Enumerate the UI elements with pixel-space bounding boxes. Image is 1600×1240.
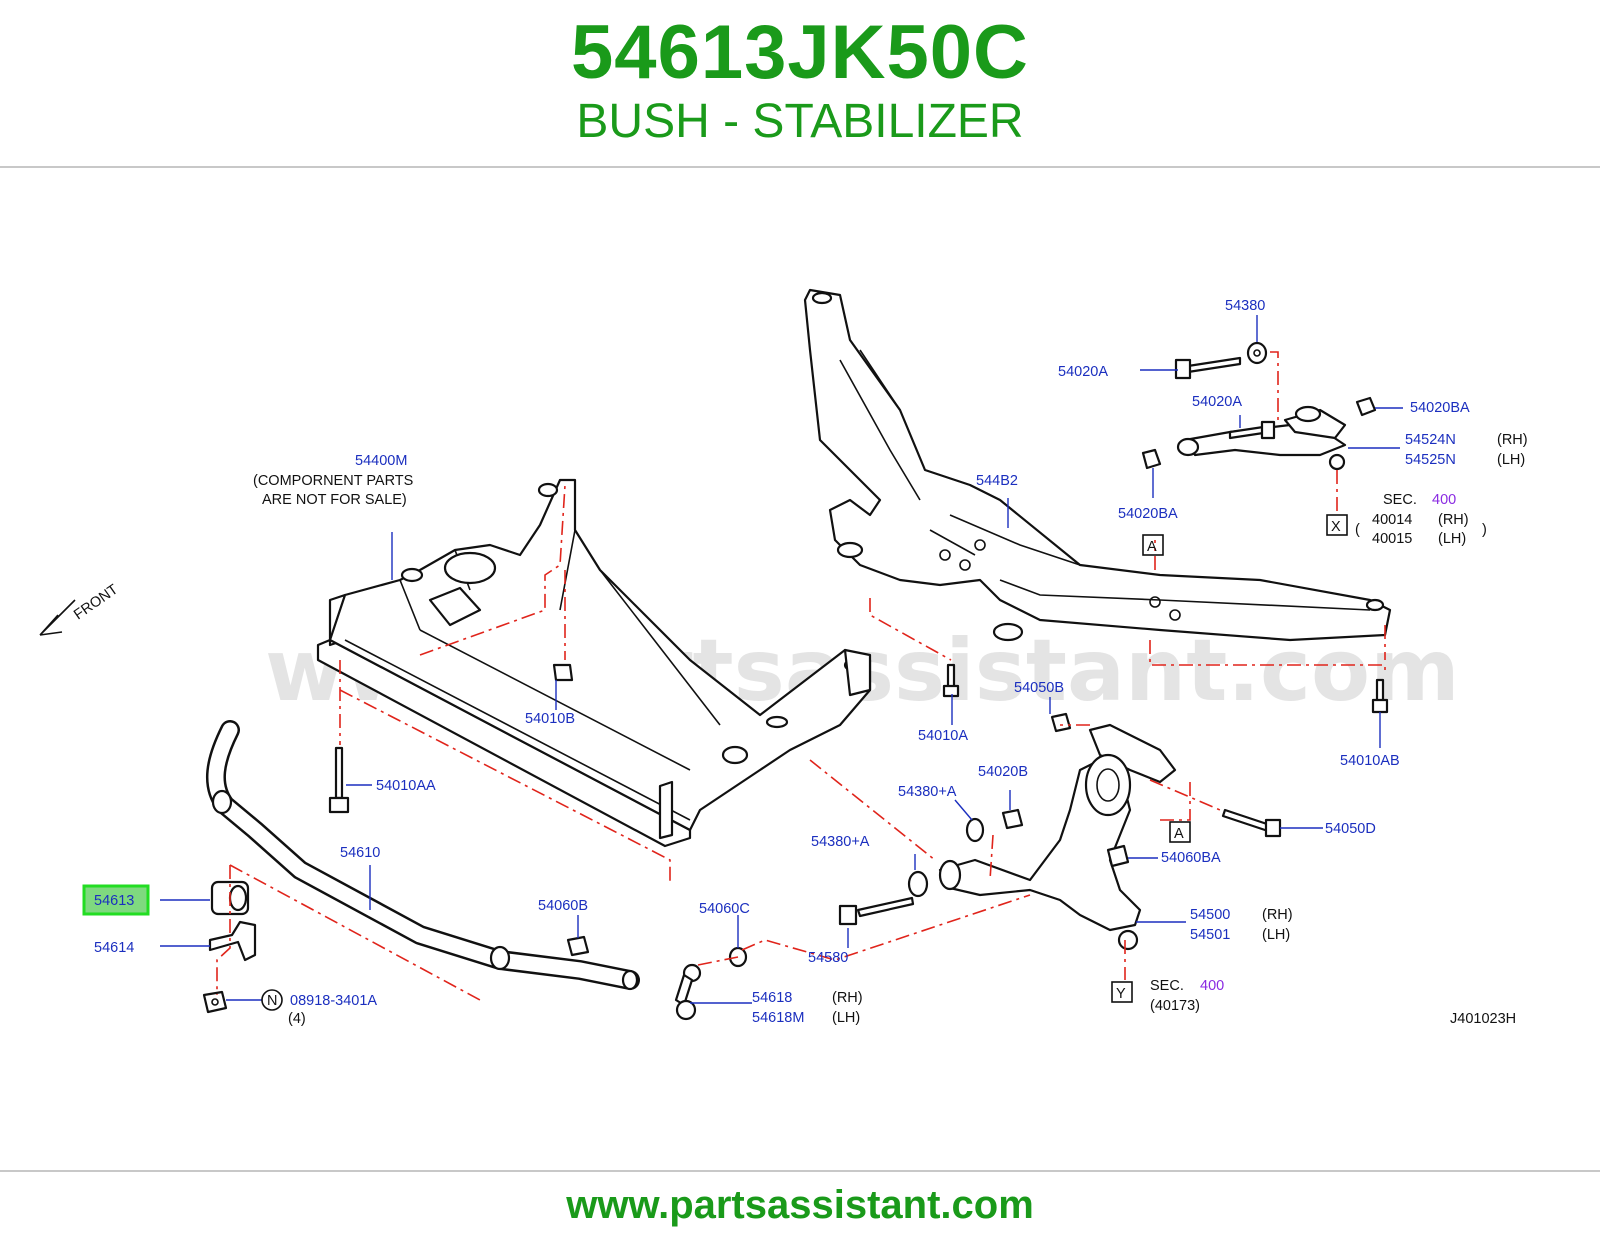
label-54400m: 54400M [355, 453, 407, 469]
label-54380: 54380 [1225, 298, 1265, 314]
stabilizer-link-54618 [674, 963, 702, 1021]
nut-54020ba-right-icon [1355, 396, 1377, 417]
marker-y: Y [1116, 986, 1126, 1002]
drawing-id: J401023H [1450, 1011, 1516, 1027]
nut-08918-icon [202, 990, 228, 1014]
label-54380a-lower: 54380+A [811, 834, 870, 850]
label-54020a-left: 54020A [1058, 364, 1108, 380]
label-54050b: 54050B [1014, 680, 1064, 696]
nut-54020b-icon [1001, 808, 1024, 830]
nut-54010b-icon [552, 663, 574, 682]
marker-a-upper: A [1147, 539, 1157, 555]
marker-y-box [1111, 981, 1133, 1003]
label-54610: 54610 [340, 845, 380, 861]
label-54613[interactable]: 54613 [94, 893, 134, 909]
marker-a-box-lower [1169, 821, 1191, 843]
label-leaders [160, 315, 1403, 1004]
marker-x: X [1331, 519, 1341, 535]
label-54524n: 54524N [1405, 432, 1456, 448]
marker-a-lower: A [1174, 826, 1184, 842]
part-number-title: 54613JK50C [571, 10, 1029, 95]
label-54380a-upper: 54380+A [898, 784, 957, 800]
label-54618-rh: (RH) [832, 990, 863, 1006]
label-54060b: 54060B [538, 898, 588, 914]
label-54618: 54618 [752, 990, 792, 1006]
label-54060c: 54060C [699, 901, 750, 917]
header-divider [0, 166, 1600, 168]
sec-label-lower: SEC. [1150, 978, 1184, 994]
washer-54380-icon [1246, 341, 1268, 365]
bolt-54020a-lower-icon [1228, 420, 1276, 440]
label-54020a-mid: 54020A [1192, 394, 1242, 410]
bracket-54614 [208, 920, 257, 962]
footer-divider [0, 1170, 1600, 1172]
parts-diagram: www.partsassistant.com FRONT [39, 288, 1528, 1027]
n-marker: N [267, 993, 277, 1009]
label-40014: 40014 [1372, 512, 1412, 528]
label-54020b: 54020B [978, 764, 1028, 780]
front-label: FRONT [71, 581, 121, 623]
label-40015: 40015 [1372, 531, 1412, 547]
label-54618m-lh: (LH) [832, 1010, 860, 1026]
label-54050d: 54050D [1325, 821, 1376, 837]
label-54010aa: 54010AA [376, 778, 436, 794]
assembly-dash-lines [216, 351, 1386, 1001]
label-54010ab: 54010AB [1340, 753, 1400, 769]
bolt-54050d-icon [1221, 808, 1282, 838]
lower-arm-54500 [938, 723, 1177, 951]
stabilizer-bar-54610 [205, 720, 640, 991]
component-note-line2: ARE NOT FOR SALE) [262, 492, 407, 508]
label-54500-rh: (RH) [1262, 907, 1293, 923]
footer-url-link[interactable]: www.partsassistant.com [566, 1183, 1034, 1227]
label-54010a: 54010A [918, 728, 968, 744]
highlight-box-54613 [82, 884, 150, 916]
washer-54380a-upper-icon [965, 817, 985, 843]
bolt-54020a-upper-icon [1174, 356, 1242, 380]
sec-400-link-upper[interactable]: 400 [1432, 492, 1456, 508]
label-54580: 54580 [808, 950, 848, 966]
paren-open: ( [1355, 522, 1360, 538]
nut-54060b-icon [566, 935, 590, 957]
sec-label-upper: SEC. [1383, 492, 1417, 508]
label-54020ba-lower: 54020BA [1118, 506, 1178, 522]
label-54614: 54614 [94, 940, 134, 956]
marker-x-box [1326, 514, 1348, 536]
label-54618m: 54618M [752, 1010, 804, 1026]
label-54501-lh: (LH) [1262, 927, 1290, 943]
label-40015-lh: (LH) [1438, 531, 1466, 547]
label-544b2: 544B2 [976, 473, 1018, 489]
nut-54020ba-left-icon [1141, 448, 1162, 470]
bolt-54010ab-icon [1371, 678, 1389, 714]
washer-54380a-lower-icon [907, 870, 929, 898]
front-arrow-icon [39, 599, 76, 636]
label-54501: 54501 [1190, 927, 1230, 943]
label-54524n-rh: (RH) [1497, 432, 1528, 448]
part-name-subtitle: BUSH - STABILIZER [576, 95, 1024, 148]
label-54020ba-right: 54020BA [1410, 400, 1470, 416]
bolt-54010aa-icon [328, 746, 350, 814]
label-08918-qty: (4) [288, 1011, 306, 1027]
sec-400-link-lower[interactable]: 400 [1200, 978, 1224, 994]
nut-54060ba-icon [1106, 844, 1130, 868]
label-54525n-lh: (LH) [1497, 452, 1525, 468]
component-note-line1: (COMPORNENT PARTS [253, 473, 413, 489]
paren-close: ) [1482, 522, 1487, 538]
crossmember-544b2 [803, 288, 1392, 642]
n-marker-circle [261, 989, 283, 1011]
label-54060ba: 54060BA [1161, 850, 1221, 866]
marker-a-box-upper [1142, 534, 1164, 556]
nut-54050b-icon [1050, 712, 1072, 733]
label-40173: (40173) [1150, 998, 1200, 1014]
bolt-54580-icon [838, 896, 915, 926]
bolt-54010a-icon [942, 663, 960, 698]
label-08918-3401a: 08918-3401A [290, 993, 377, 1009]
page-header: 54613JK50C BUSH - STABILIZER [0, 0, 1600, 168]
label-54500: 54500 [1190, 907, 1230, 923]
subframe-54400m [316, 478, 872, 848]
label-54525n: 54525N [1405, 452, 1456, 468]
label-40014-rh: (RH) [1438, 512, 1469, 528]
label-54010b: 54010B [525, 711, 575, 727]
